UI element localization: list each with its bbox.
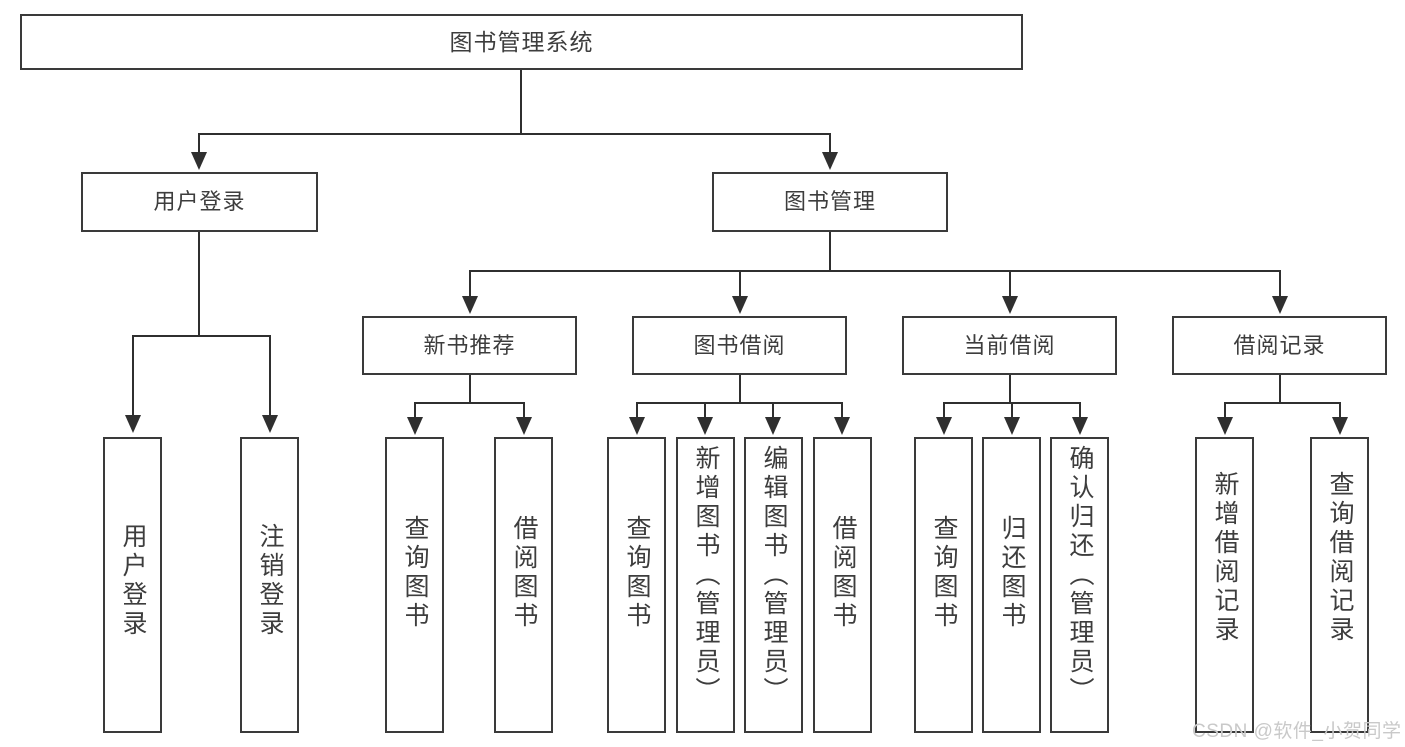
connector-book-borrow-drop-4	[841, 402, 843, 419]
connector-current-borrow-stem	[1009, 375, 1011, 403]
connector-borrow-record-bar	[1225, 402, 1341, 404]
node-current-borrow[interactable]: 当前借阅	[902, 316, 1117, 375]
connector-borrow-record-drop-2	[1339, 402, 1341, 419]
node-user-login[interactable]: 用户登录	[81, 172, 318, 232]
connector-book-borrow-drop-1	[636, 402, 638, 419]
arrow-to-leaf-query-book-1	[407, 417, 423, 435]
node-new-book-recommend[interactable]: 新书推荐	[362, 316, 577, 375]
node-label: 确认归还（管理员）	[1066, 445, 1094, 706]
leaf-borrow-book[interactable]: 借阅图书	[813, 437, 872, 733]
arrow-to-leaf-confirm-return	[1072, 417, 1088, 435]
arrow-to-leaf-borrow-book-2	[834, 417, 850, 435]
leaf-edit-book-admin[interactable]: 编辑图书（管理员）	[744, 437, 803, 733]
node-label: 用户登录	[153, 189, 246, 215]
connector-tier1-right-drop	[829, 133, 831, 155]
leaf-add-book-admin[interactable]: 新增图书（管理员）	[676, 437, 735, 733]
leaf-add-borrow-record[interactable]: 新增借阅记录	[1195, 437, 1254, 733]
connector-tier2-drop-2	[739, 270, 741, 298]
arrow-to-leaf-query-record	[1332, 417, 1348, 435]
arrow-to-new-book	[462, 296, 478, 314]
node-book-borrow[interactable]: 图书借阅	[632, 316, 847, 375]
connector-user-login-stem	[198, 232, 200, 336]
node-label: 查询借阅记录	[1326, 471, 1354, 645]
arrow-to-leaf-user-login	[125, 415, 141, 433]
arrow-to-leaf-add-book	[697, 417, 713, 435]
node-label: 注销登录	[256, 523, 284, 639]
connector-tier1-bar	[199, 133, 831, 135]
connector-book-manage-stem	[829, 232, 831, 272]
connector-new-book-bar	[415, 402, 525, 404]
node-label: 用户登录	[119, 523, 147, 639]
connector-user-login-bar	[133, 335, 271, 337]
connector-book-borrow-bar	[637, 402, 843, 404]
arrow-to-leaf-logout	[262, 415, 278, 433]
connector-tier1-left-drop	[198, 133, 200, 155]
leaf-query-borrow-record[interactable]: 查询借阅记录	[1310, 437, 1369, 733]
connector-borrow-record-stem	[1279, 375, 1281, 403]
node-label: 查询图书	[623, 515, 651, 631]
node-label: 新书推荐	[423, 332, 516, 358]
connector-borrow-record-drop-1	[1224, 402, 1226, 419]
connector-tier2-drop-3	[1009, 270, 1011, 298]
connector-new-book-stem	[469, 375, 471, 403]
csdn-watermark: CSDN @软件_小贺同学	[1192, 721, 1402, 742]
leaf-borrow-book-recommend[interactable]: 借阅图书	[494, 437, 553, 733]
connector-new-book-drop-2	[523, 402, 525, 419]
leaf-confirm-return-admin[interactable]: 确认归还（管理员）	[1050, 437, 1109, 733]
arrow-to-borrow-record	[1272, 296, 1288, 314]
node-label: 查询图书	[401, 515, 429, 631]
leaf-query-book-current[interactable]: 查询图书	[914, 437, 973, 733]
arrow-to-leaf-query-book-3	[936, 417, 952, 435]
node-label: 新增图书（管理员）	[692, 445, 720, 706]
node-label: 图书管理	[783, 189, 876, 215]
node-label: 归还图书	[998, 515, 1026, 631]
leaf-query-book-borrow[interactable]: 查询图书	[607, 437, 666, 733]
arrow-to-user-login	[191, 152, 207, 170]
node-label: 查询图书	[930, 515, 958, 631]
node-label: 借阅记录	[1233, 332, 1326, 358]
node-label: 新增借阅记录	[1211, 471, 1239, 645]
connector-root-stem	[520, 70, 522, 134]
arrow-to-book-borrow	[732, 296, 748, 314]
node-label: 图书借阅	[693, 332, 786, 358]
node-borrow-record[interactable]: 借阅记录	[1172, 316, 1387, 375]
connector-user-login-drop-2	[269, 335, 271, 417]
connector-tier2-drop-1	[469, 270, 471, 298]
node-label: 图书管理系统	[449, 28, 594, 55]
arrow-to-book-manage	[822, 152, 838, 170]
arrow-to-current-borrow	[1002, 296, 1018, 314]
node-label: 借阅图书	[510, 515, 538, 631]
connector-tier2-bar	[470, 270, 1281, 272]
leaf-return-book[interactable]: 归还图书	[982, 437, 1041, 733]
connector-current-borrow-drop-1	[943, 402, 945, 419]
node-label: 编辑图书（管理员）	[760, 445, 788, 706]
leaf-query-book-recommend[interactable]: 查询图书	[385, 437, 444, 733]
arrow-to-leaf-add-record	[1217, 417, 1233, 435]
connector-book-borrow-drop-2	[704, 402, 706, 419]
arrow-to-leaf-borrow-book-1	[516, 417, 532, 435]
connector-new-book-drop-1	[414, 402, 416, 419]
connector-current-borrow-drop-3	[1079, 402, 1081, 419]
leaf-logout[interactable]: 注销登录	[240, 437, 299, 733]
connector-tier2-drop-4	[1279, 270, 1281, 298]
node-label: 当前借阅	[963, 332, 1056, 358]
arrow-to-leaf-query-book-2	[629, 417, 645, 435]
node-root-system[interactable]: 图书管理系统	[20, 14, 1023, 70]
connector-book-borrow-drop-3	[772, 402, 774, 419]
connector-user-login-drop-1	[132, 335, 134, 417]
connector-current-borrow-drop-2	[1011, 402, 1013, 419]
leaf-user-login[interactable]: 用户登录	[103, 437, 162, 733]
arrow-to-leaf-return-book	[1004, 417, 1020, 435]
node-label: 借阅图书	[829, 515, 857, 631]
node-book-manage[interactable]: 图书管理	[712, 172, 948, 232]
arrow-to-leaf-edit-book	[765, 417, 781, 435]
connector-book-borrow-stem	[739, 375, 741, 403]
